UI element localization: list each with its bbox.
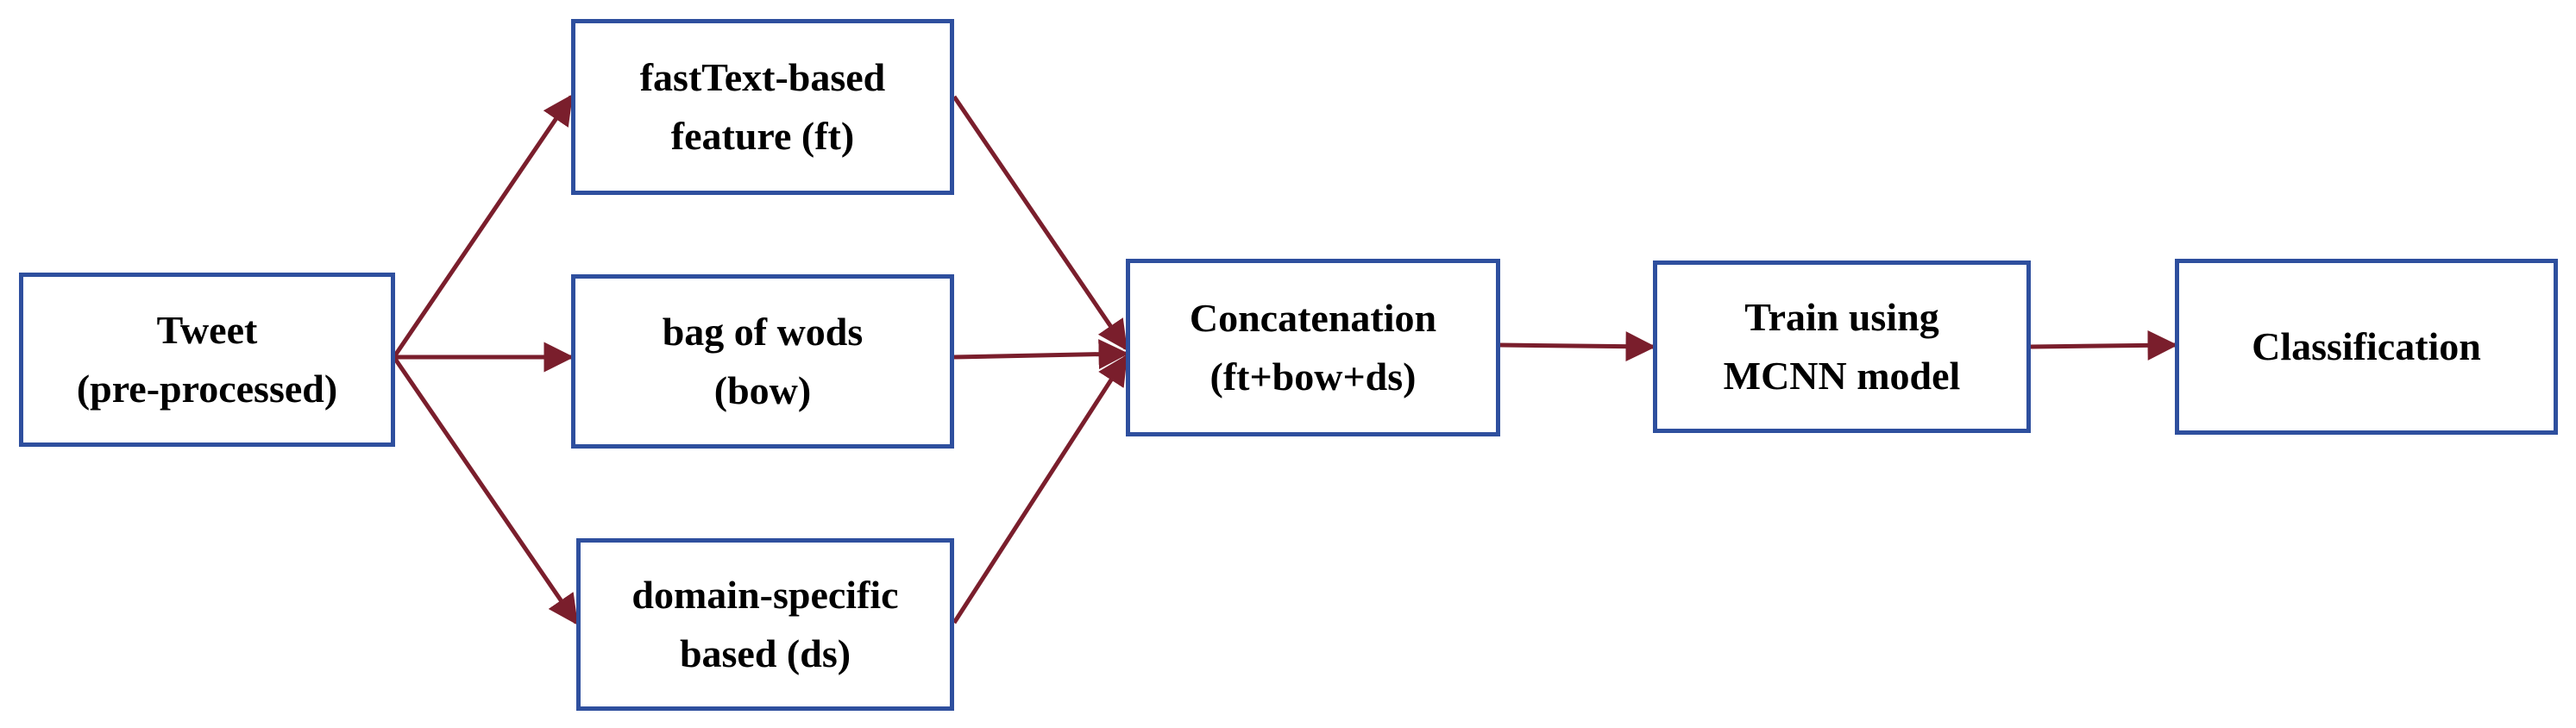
classification-node: Classification (2175, 259, 2558, 435)
classify-label: Classification (2252, 324, 2481, 368)
fasttext-label-line2: feature (ft) (670, 114, 855, 158)
tweet-label-line1: Tweet (156, 308, 258, 352)
fasttext-label-line1: fastText-based (639, 55, 886, 99)
bag-of-words-node: bag of wods (bow) (571, 274, 954, 449)
arrow-domain-to-concat (952, 355, 1128, 624)
tweet-label-line2: (pre-processed) (76, 367, 338, 411)
bow-label-line1: bag of wods (662, 310, 864, 354)
bow-label-line2: (bow) (713, 368, 812, 412)
domain-label-line1: domain-specific (631, 573, 899, 617)
concat-label-line1: Concatenation (1189, 296, 1437, 340)
concatenation-node: Concatenation (ft+bow+ds) (1126, 259, 1500, 436)
arrow-tweet-to-fasttext (393, 94, 574, 357)
train-mcnn-node: Train using MCNN model (1653, 260, 2031, 433)
fasttext-feature-node: fastText-based feature (ft) (571, 19, 954, 195)
arrow-concat-to-train (1499, 331, 1656, 362)
domain-label-line2: based (ds) (679, 631, 851, 675)
concat-label-line2: (ft+bow+ds) (1209, 355, 1417, 399)
arrow-fasttext-to-concat (952, 95, 1128, 351)
train-label-line2: MCNN model (1723, 354, 1961, 398)
arrow-train-to-classify (2030, 329, 2178, 361)
arrow-bow-to-concat (953, 339, 1129, 370)
arrow-tweet-to-domain (393, 357, 579, 625)
domain-specific-node: domain-specific based (ds) (576, 538, 954, 711)
tweet-node: Tweet (pre-processed) (19, 273, 395, 447)
train-label-line1: Train using (1744, 295, 1939, 339)
